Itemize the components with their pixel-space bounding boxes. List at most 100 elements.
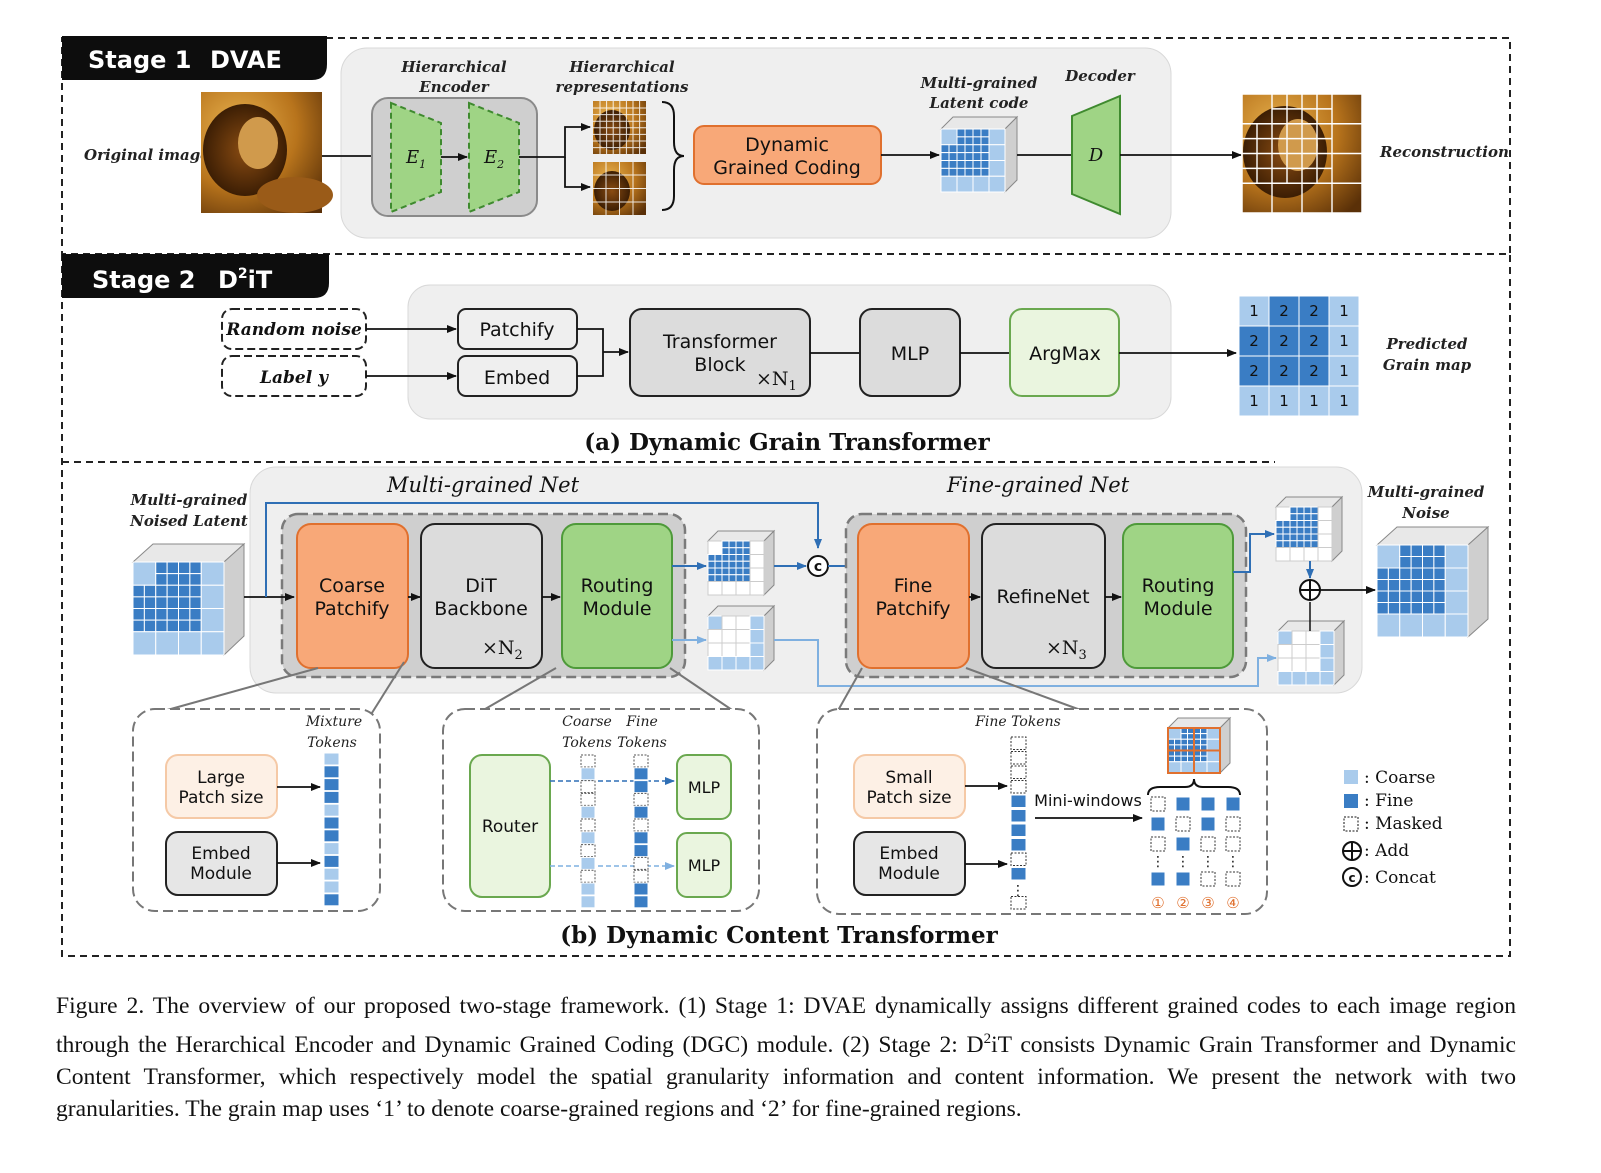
- mini-window-number: ①: [1151, 894, 1164, 912]
- repr-fine-thumbnail: [593, 101, 646, 154]
- fine-cell: [1289, 520, 1298, 528]
- latent-cell: [200, 561, 225, 586]
- latent-cell: [1200, 755, 1208, 763]
- fine-token: [1010, 823, 1027, 837]
- transformer-label-2: Block: [694, 354, 745, 376]
- latent-cell: [964, 128, 974, 138]
- repr-coarse-thumbnail: [593, 162, 646, 215]
- mini-window-token: [1175, 816, 1191, 832]
- latent-cell: [1180, 755, 1188, 763]
- latent-cell: [155, 584, 168, 598]
- masked-cell: [707, 642, 723, 657]
- latent-cell: [178, 584, 191, 598]
- latent-cell: [972, 152, 982, 161]
- fine-cell: [1303, 506, 1312, 515]
- stage2-tag: [62, 254, 329, 298]
- legend-coarse-label: : Coarse: [1364, 768, 1435, 788]
- mini-window-columns: ⋮①⋮②⋮③⋮④: [1150, 796, 1241, 912]
- latent-cell: [178, 573, 191, 586]
- fine-cell: [1310, 533, 1319, 542]
- dgt-title: (a) Dynamic Grain Transformer: [584, 429, 990, 456]
- latent-cell: [1399, 602, 1412, 615]
- masked-cell: [749, 567, 765, 582]
- latent-cell: [964, 136, 974, 146]
- masked-cell: [707, 581, 723, 596]
- masked-cell: [1291, 630, 1307, 645]
- fine-cell: [728, 547, 737, 555]
- latent-code-label-2: Latent code: [929, 94, 1029, 112]
- refinenet-label: RefineNet: [996, 586, 1089, 608]
- router-coarse-token: [580, 818, 596, 832]
- fine-cell: [1282, 533, 1291, 542]
- latent-cell: [980, 160, 990, 169]
- masked-cell: [1277, 644, 1293, 659]
- masked-cell: [1317, 533, 1333, 548]
- latent-cell: [1206, 750, 1221, 763]
- latent-cell: [200, 631, 225, 656]
- fine-cell: [1282, 520, 1291, 528]
- fine-cell: [728, 574, 737, 582]
- fine-cell: [1296, 506, 1305, 515]
- router-coarse-token: [580, 767, 596, 781]
- latent-cell: [964, 167, 974, 177]
- latent-cell: [1410, 590, 1423, 603]
- fine-cell: [1303, 540, 1312, 548]
- fine-tokens-label: Fine Tokens: [974, 714, 1061, 730]
- coarse-cell: [749, 615, 765, 630]
- latent-cell: [132, 619, 145, 633]
- mini-window-ellipsis: ⋮: [1151, 854, 1165, 870]
- mini-window-token: [1225, 816, 1241, 832]
- grain-cell: [1268, 355, 1300, 387]
- masked-cell: [707, 629, 723, 644]
- latent-cell: [178, 596, 191, 609]
- mini-windows-label: Mini-windows: [1034, 791, 1142, 810]
- masked-cell: [1305, 657, 1321, 672]
- fine-cell: [707, 560, 716, 569]
- caption-part1: Figure 2. The overview of our proposed t…: [56, 993, 1516, 1058]
- stage1-tag-label: Stage 1: [88, 46, 191, 74]
- router-coarse-token: [580, 895, 596, 909]
- fine-tokens-col-label-1: Fine: [625, 714, 658, 730]
- router-fine-token: [633, 767, 649, 781]
- router-coarse-token: [580, 844, 596, 858]
- router-coarse-token: [580, 805, 596, 819]
- latent-cell: [1180, 733, 1188, 740]
- mini-window-number: ②: [1176, 894, 1189, 912]
- router-coarse-token: [580, 856, 596, 870]
- repr-label-1: Hierarchical: [568, 58, 675, 76]
- fine-cell: [1303, 513, 1312, 521]
- latent-cell: [143, 608, 157, 621]
- router-fine-token: [633, 792, 649, 806]
- latent-cell: [1410, 544, 1423, 557]
- router-coarse-token: [580, 792, 596, 806]
- router-coarse-token: [580, 882, 596, 896]
- latent-cell: [132, 631, 157, 656]
- latent-cell: [1410, 556, 1423, 569]
- latent-cell: [988, 160, 1006, 177]
- legend: : Coarse : Fine : Masked : Add c : Conca…: [1342, 768, 1443, 888]
- dct-title: (b) Dynamic Content Transformer: [560, 922, 998, 949]
- latent-cell: [155, 561, 168, 575]
- repr-brace: [661, 101, 685, 211]
- latent-cell: [166, 561, 179, 575]
- masked-cell: [721, 642, 737, 657]
- coarse-tokens-label-1: Coarse: [562, 714, 612, 730]
- fine-cell: [707, 554, 716, 562]
- dit-label-1: DiT: [465, 575, 497, 597]
- mini-window-number: ④: [1226, 894, 1239, 912]
- routing-label-1b: Module: [582, 598, 651, 620]
- latent-code-label-1: Multi-grained: [920, 74, 1038, 92]
- fine-cell: [1289, 506, 1298, 515]
- fine-cell: [728, 560, 737, 569]
- latent-cell: [972, 144, 982, 154]
- fine-cell: [742, 547, 751, 555]
- coarse-cell: [749, 642, 765, 657]
- masked-cell: [735, 642, 751, 657]
- fine-cell: [742, 567, 751, 576]
- masked-cell: [1289, 547, 1305, 562]
- latent-cell: [1376, 544, 1401, 569]
- latent-cell: [166, 608, 179, 621]
- small-patch-label-1: Small: [885, 768, 932, 788]
- fine-cell: [742, 560, 751, 569]
- fine-cell: [1296, 520, 1305, 528]
